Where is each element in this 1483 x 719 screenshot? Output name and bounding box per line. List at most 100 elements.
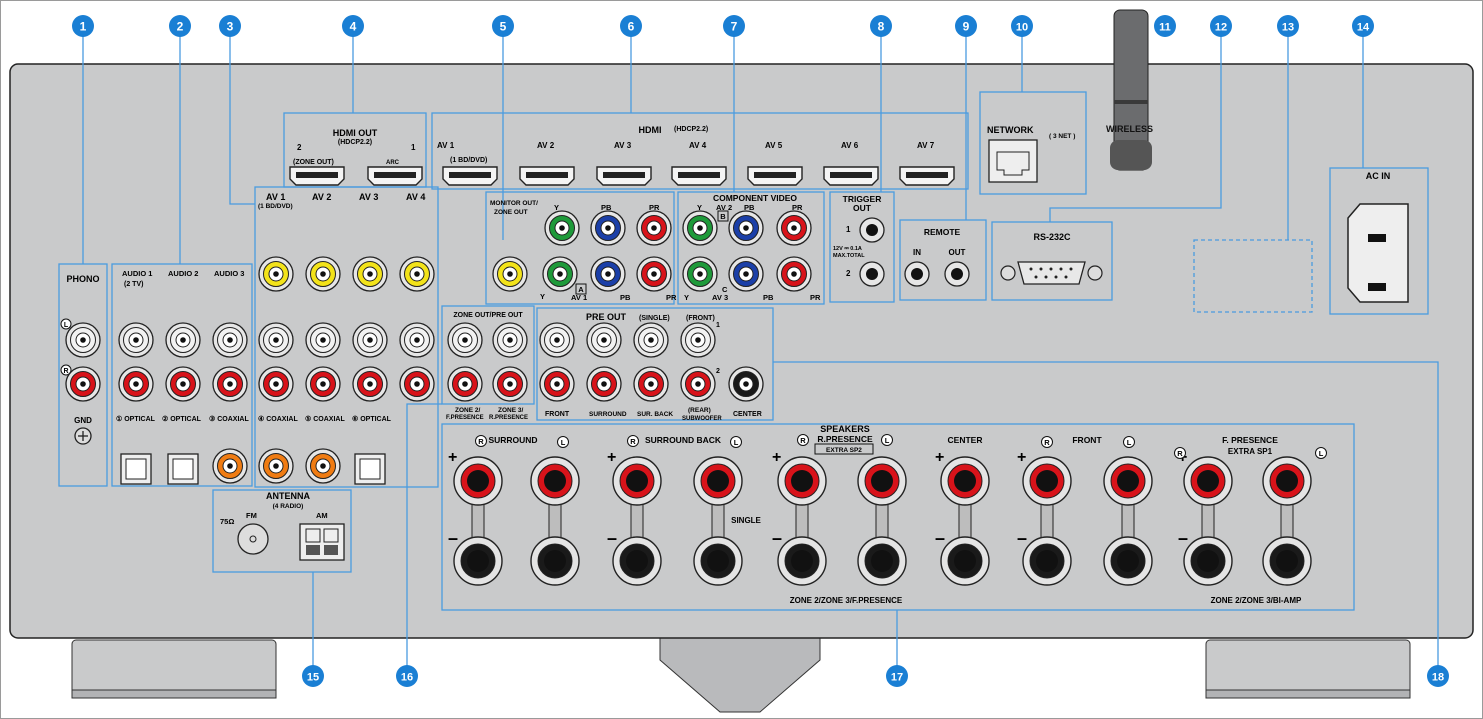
svg-text:FM: FM (246, 511, 257, 520)
svg-text:AUDIO 2: AUDIO 2 (168, 269, 198, 278)
svg-text:CENTER: CENTER (733, 411, 762, 418)
hdmi-out-section: HDMI OUT (HDCP2.2) 2 1 (ZONE OUT) ARC (293, 128, 416, 166)
component-c-pb (728, 256, 764, 292)
svg-text:C: C (722, 285, 728, 294)
zone2-l-jack (447, 322, 483, 358)
av1-video-jack (258, 256, 294, 292)
svg-text:ZONE 2/ZONE 3/F.PRESENCE: ZONE 2/ZONE 3/F.PRESENCE (790, 596, 903, 605)
svg-text:R.PRESENCE: R.PRESENCE (817, 434, 873, 444)
hdmi-port-slots (296, 172, 948, 178)
svg-text:L: L (64, 322, 69, 329)
svg-text:R.PRESENCE: R.PRESENCE (489, 415, 528, 421)
component-a-y (542, 256, 578, 292)
ac-inlet (1347, 203, 1409, 303)
svg-text:L: L (1127, 438, 1132, 447)
component-out-y (544, 210, 580, 246)
speaker-front-r (1022, 456, 1072, 586)
svg-text:Y: Y (684, 293, 689, 302)
monitor-out-section: MONITOR OUT/ ZONE OUT (490, 200, 538, 216)
callout-5: 5 (492, 15, 514, 37)
speaker-f-presence-r (1183, 456, 1233, 586)
callout-3: 3 (219, 15, 241, 37)
remote-section: REMOTE IN OUT (913, 227, 966, 257)
svg-text:PB: PB (601, 203, 612, 212)
svg-text:ARC: ARC (386, 160, 400, 166)
component-b-pr (776, 210, 812, 246)
svg-text:PHONO: PHONO (66, 274, 99, 284)
svg-text:–: – (1178, 528, 1188, 548)
svg-text:L: L (561, 438, 566, 447)
pre-out-bottom-3 (633, 366, 669, 402)
svg-text:SUR. BACK: SUR. BACK (637, 411, 673, 418)
speaker-terminals (453, 456, 1312, 586)
callout-12: 12 (1210, 15, 1232, 37)
callout-6: 6 (620, 15, 642, 37)
svg-text:18: 18 (1432, 672, 1444, 684)
svg-text:④ COAXIAL: ④ COAXIAL (258, 415, 298, 423)
audio-section: AUDIO 1 (2 TV) AUDIO 2 AUDIO 3 ① OPTICAL… (116, 269, 249, 423)
speaker-surround-back-r (612, 456, 662, 586)
svg-text:AM: AM (316, 511, 328, 520)
svg-text:+: + (448, 449, 457, 466)
component-c-y (682, 256, 718, 292)
av2-l-jack (305, 322, 341, 358)
svg-text:ZONE OUT/PRE OUT: ZONE OUT/PRE OUT (453, 312, 523, 319)
speakers-section: SPEAKERS R.PRESENCE EXTRA SP2 SURROUND S… (488, 424, 1302, 605)
svg-text:(ZONE OUT): (ZONE OUT) (293, 159, 334, 166)
callout-17: 17 (886, 665, 908, 687)
rs232c-section: RS-232C (1000, 232, 1103, 285)
component-b-y (682, 210, 718, 246)
svg-text:1: 1 (846, 225, 851, 234)
svg-text:( 3 NET ): ( 3 NET ) (1049, 133, 1075, 140)
svg-text:75Ω: 75Ω (220, 517, 234, 526)
svg-text:FRONT: FRONT (545, 411, 570, 418)
phono-l-jack (65, 322, 101, 358)
svg-text:Y: Y (540, 292, 545, 301)
svg-text:② OPTICAL: ② OPTICAL (162, 415, 202, 423)
svg-text:–: – (935, 528, 945, 548)
svg-text:PR: PR (666, 293, 677, 302)
speaker-f-presence-l (1262, 456, 1312, 586)
optical-jacks (120, 453, 386, 485)
ethernet-port (988, 139, 1038, 183)
svg-text:12: 12 (1215, 22, 1227, 34)
svg-text:AV 4: AV 4 (689, 141, 707, 150)
svg-text:1: 1 (716, 322, 720, 329)
svg-text:F. PRESENCE: F. PRESENCE (1222, 435, 1278, 445)
speaker-center (940, 456, 990, 586)
svg-text:5: 5 (500, 20, 507, 34)
svg-text:(1 BD/DVD): (1 BD/DVD) (450, 157, 487, 164)
monitor-out-jack (492, 256, 528, 292)
speaker-surround-l (530, 456, 580, 586)
svg-text:12V ⎓ 0.1A: 12V ⎓ 0.1A (833, 246, 862, 252)
svg-text:R: R (800, 436, 806, 445)
svg-text:SURROUND: SURROUND (488, 435, 537, 445)
av6-optical-jack (354, 453, 386, 485)
svg-text:OUT: OUT (949, 248, 966, 257)
pre-out-bottom-2 (586, 366, 622, 402)
svg-text:AV 5: AV 5 (765, 141, 783, 150)
remote-in-jack (904, 261, 930, 287)
svg-text:8: 8 (878, 20, 885, 34)
svg-text:2: 2 (177, 20, 184, 34)
svg-text:(FRONT): (FRONT) (686, 315, 715, 322)
svg-text:HDMI: HDMI (639, 125, 662, 135)
av5-coaxial-jack (305, 448, 341, 484)
svg-text:(HDCP2.2): (HDCP2.2) (674, 126, 708, 133)
component-c-pr (776, 256, 812, 292)
group-boxes (58, 91, 1429, 611)
component-a-pb (590, 256, 626, 292)
svg-text:10: 10 (1016, 22, 1028, 34)
phono-r-jack (65, 366, 101, 402)
svg-text:–: – (448, 528, 458, 548)
svg-text:MONITOR OUT/: MONITOR OUT/ (490, 200, 538, 207)
svg-text:R: R (1177, 449, 1183, 458)
pre-out-section: PRE OUT (SINGLE) (FRONT) 1 2 FRONT SURRO… (545, 312, 762, 422)
svg-text:MAX.TOTAL: MAX.TOTAL (833, 253, 865, 259)
svg-text:PR: PR (792, 203, 803, 212)
audio2-l-jack (165, 322, 201, 358)
svg-text:(SINGLE): (SINGLE) (639, 315, 670, 322)
svg-text:⑥ OPTICAL: ⑥ OPTICAL (352, 415, 392, 423)
wireless-antenna: WIRELESS (1106, 9, 1153, 171)
